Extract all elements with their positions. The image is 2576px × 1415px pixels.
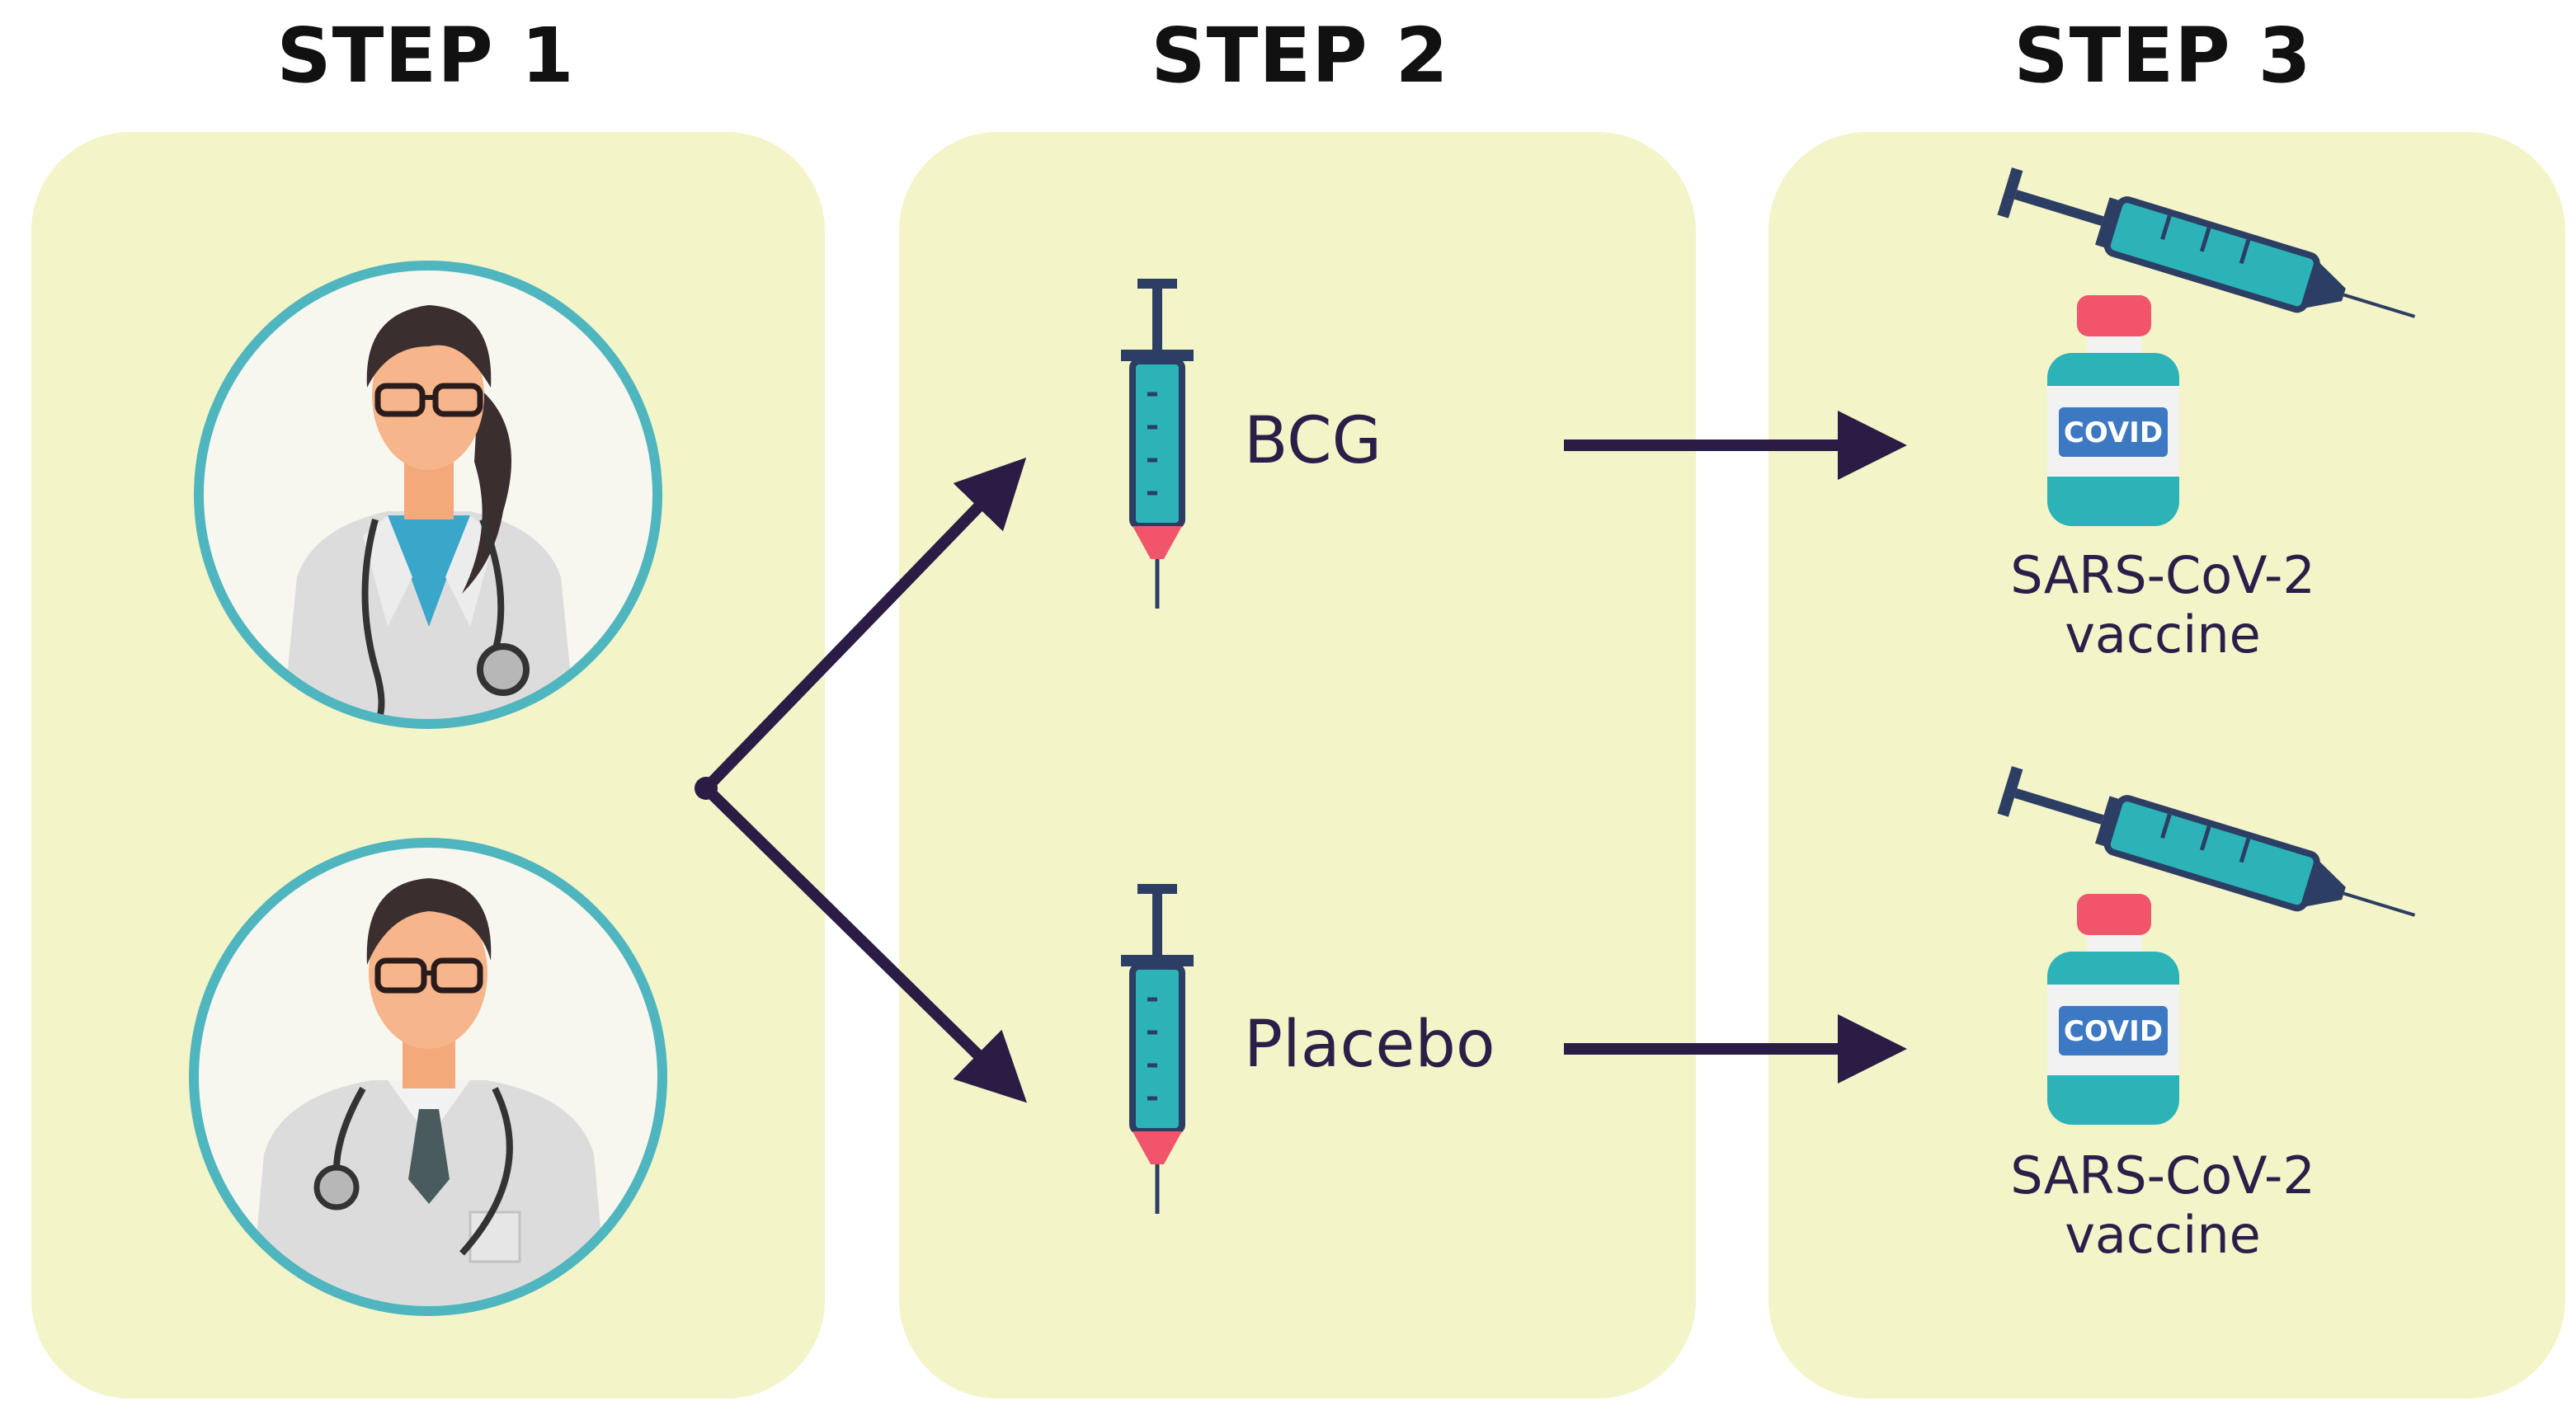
bcg-syringe-icon — [1121, 279, 1194, 609]
arrow-to-placebo — [702, 784, 1027, 1103]
male-doctor-icon — [189, 838, 667, 1316]
vaccine-vial-syringe-icon: COVID — [1997, 167, 2416, 526]
placebo-label: Placebo — [1244, 1008, 1495, 1082]
vaccine-label-line2: vaccine — [2065, 604, 2261, 665]
vial-label-text: COVID — [2064, 1015, 2163, 1048]
vaccine-vial-syringe-icon: COVID — [1997, 766, 2416, 1125]
panel-step-3 — [1768, 132, 2565, 1399]
step-2-heading: STEP 2 — [1151, 12, 1449, 100]
vaccine-label-line1: SARS-CoV-2 — [2010, 1145, 2315, 1206]
vial-label-text: COVID — [2064, 416, 2163, 449]
bcg-label: BCG — [1244, 404, 1382, 478]
step-3-heading: STEP 3 — [2013, 12, 2312, 100]
vaccine-label-bottom: SARS-CoV-2 vaccine — [1915, 1146, 2410, 1265]
vaccine-label-top: SARS-CoV-2 vaccine — [1915, 546, 2410, 665]
arrow-to-bcg — [701, 457, 1027, 792]
randomization-arrows — [695, 411, 1907, 1103]
female-doctor-icon — [194, 261, 662, 729]
vaccine-label-line2: vaccine — [2065, 1205, 2261, 1265]
vaccine-label-line1: SARS-CoV-2 — [2010, 545, 2315, 605]
placebo-syringe-icon — [1121, 884, 1194, 1214]
step-1-heading: STEP 1 — [276, 12, 575, 100]
panel-step-2 — [899, 132, 1696, 1399]
